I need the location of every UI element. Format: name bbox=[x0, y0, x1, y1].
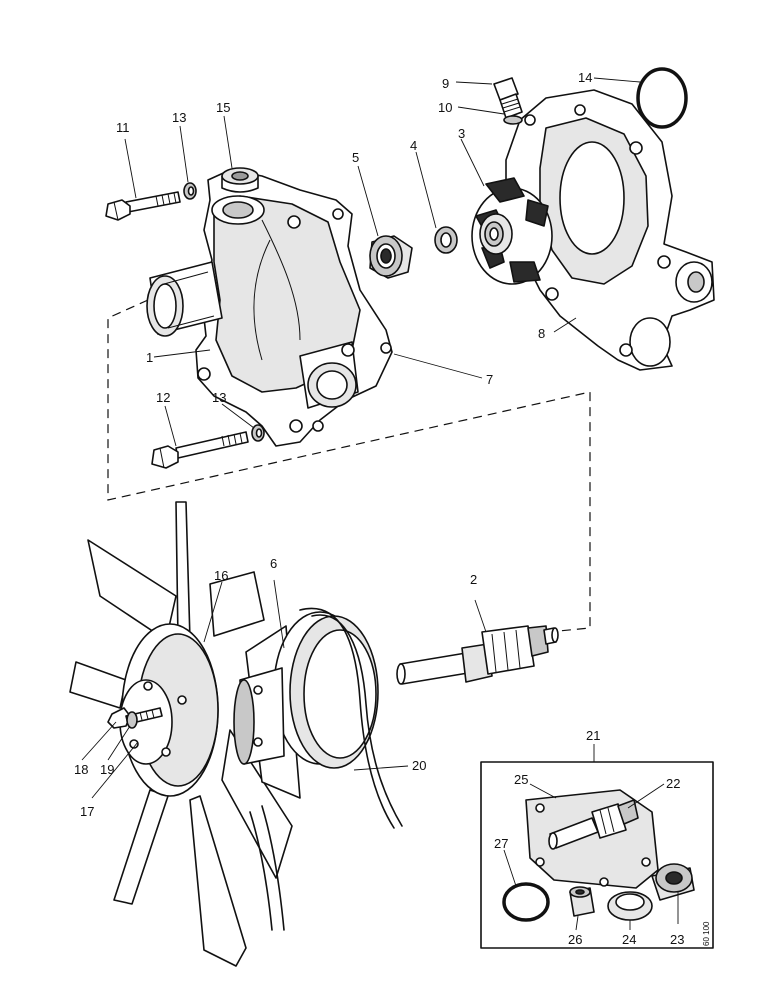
washer-13b bbox=[251, 424, 265, 442]
callout-26: 26 bbox=[568, 932, 582, 947]
fan-16 bbox=[69, 501, 293, 967]
callout-9: 9 bbox=[442, 76, 449, 91]
callout-12: 12 bbox=[156, 390, 170, 405]
seal-5 bbox=[369, 235, 413, 279]
callout-13-bottom: 13 bbox=[212, 390, 226, 405]
callout-2: 2 bbox=[470, 572, 477, 587]
callout-3: 3 bbox=[458, 126, 465, 141]
bolt-12 bbox=[151, 431, 249, 469]
callout-19: 19 bbox=[100, 762, 114, 777]
callout-18: 18 bbox=[74, 762, 88, 777]
pulley-6 bbox=[233, 611, 379, 799]
callout-15: 15 bbox=[216, 100, 230, 115]
callout-21: 21 bbox=[586, 728, 600, 743]
callout-24: 24 bbox=[622, 932, 636, 947]
callout-25: 25 bbox=[514, 772, 528, 787]
callout-13-top: 13 bbox=[172, 110, 186, 125]
spindle-2 bbox=[396, 625, 559, 685]
bolt-11 bbox=[105, 191, 181, 221]
callout-11: 11 bbox=[116, 120, 130, 135]
callout-6: 6 bbox=[270, 556, 277, 571]
callout-10: 10 bbox=[438, 100, 452, 115]
callout-7: 7 bbox=[486, 372, 493, 387]
washer-13a bbox=[183, 182, 197, 200]
ring-4 bbox=[434, 226, 458, 254]
callout-1: 1 bbox=[146, 350, 153, 365]
callout-4: 4 bbox=[410, 138, 417, 153]
assembly-guide-lines bbox=[107, 299, 591, 633]
pump-housing bbox=[146, 169, 393, 447]
leader-lines bbox=[81, 77, 679, 931]
washer-10 bbox=[503, 115, 523, 125]
callout-27: 27 bbox=[494, 836, 508, 851]
callout-23: 23 bbox=[670, 932, 684, 947]
callout-22: 22 bbox=[666, 776, 680, 791]
callouts: 1 2 3 4 5 6 7 8 9 10 11 12 13 13 14 15 1… bbox=[74, 70, 711, 947]
kit-box-21 bbox=[480, 761, 714, 949]
fan-bolt-18 bbox=[107, 707, 163, 729]
callout-8: 8 bbox=[538, 326, 545, 341]
impeller-3 bbox=[471, 177, 553, 285]
rear-plate-8 bbox=[505, 89, 715, 371]
callout-20: 20 bbox=[412, 758, 426, 773]
belt-20 bbox=[249, 607, 403, 931]
callout-17: 17 bbox=[80, 804, 94, 819]
callout-16: 16 bbox=[214, 568, 228, 583]
o-ring-14 bbox=[636, 67, 688, 129]
plug-15 bbox=[221, 167, 259, 193]
callout-5: 5 bbox=[352, 150, 359, 165]
drain-plug-9 bbox=[493, 77, 523, 119]
callout-14: 14 bbox=[578, 70, 592, 85]
drawing-code: 60 100 bbox=[702, 921, 711, 946]
fan-washer-19 bbox=[126, 711, 138, 729]
